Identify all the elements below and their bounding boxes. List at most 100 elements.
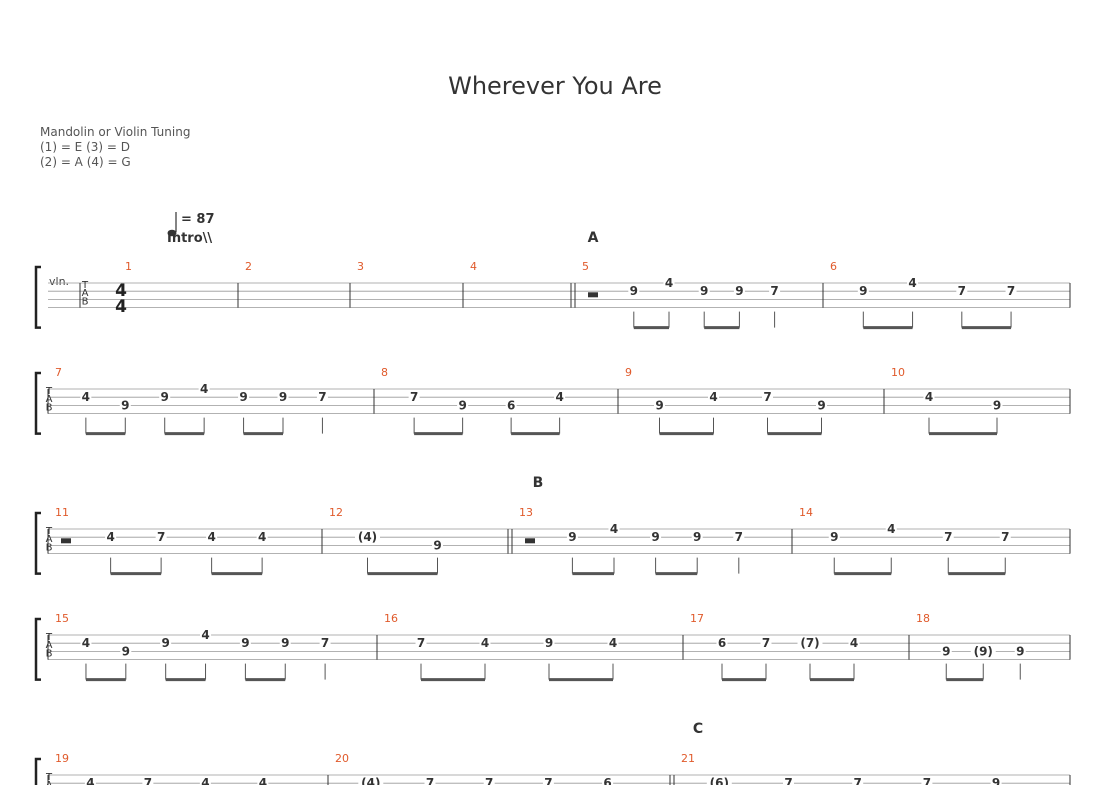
tab-clef-letter: T — [45, 386, 53, 397]
fret-bg — [706, 778, 732, 785]
fret-bg — [999, 532, 1011, 544]
fret-number: 9 — [700, 284, 708, 298]
half-rest-icon — [525, 538, 535, 544]
measure-number: 15 — [55, 612, 69, 625]
fret-number: 9 — [279, 390, 287, 404]
tab-clef-letter: B — [46, 402, 53, 413]
fret-number: 4 — [609, 636, 617, 650]
fret-bg — [566, 532, 578, 544]
half-rest-icon — [588, 292, 598, 298]
fret-number: 4 — [106, 530, 114, 544]
system-bracket — [34, 617, 41, 681]
measure-number: 11 — [55, 506, 69, 519]
measure-number: 16 — [384, 612, 398, 625]
fret-number: 9 — [121, 398, 129, 412]
tab-clef-letter: T — [45, 632, 53, 643]
fret-bg — [408, 392, 420, 404]
tempo-text: = 87 — [181, 212, 215, 227]
fret-number: 7 — [1001, 530, 1009, 544]
measure: 1 — [125, 260, 132, 273]
fret-bg — [457, 400, 469, 412]
fret-bg — [708, 392, 719, 404]
tab-clef-letter: A — [82, 288, 89, 299]
fret-number: 7 — [923, 776, 931, 785]
fret-bg — [239, 638, 251, 650]
system-bracket — [34, 757, 41, 785]
fret-bg — [828, 532, 840, 544]
fret-bg — [200, 630, 212, 641]
tuning-line-1: (1) = E (3) = D — [40, 140, 130, 154]
fret-number: (7) — [800, 636, 819, 650]
fret-bg — [256, 532, 268, 544]
tuning-line-2: (2) = A (4) = G — [40, 155, 131, 169]
fret-number: 9 — [651, 530, 659, 544]
fret-number: 9 — [993, 398, 1001, 412]
fret-bg — [415, 638, 427, 650]
instrument-label: vln. — [49, 275, 69, 288]
measure: 189(9)9 — [916, 612, 1026, 682]
fret-number: 4 — [259, 776, 267, 785]
fret-bg — [120, 646, 132, 658]
fret-number: 4 — [850, 636, 858, 650]
section-label: A — [588, 230, 599, 246]
fret-number: 9 — [693, 530, 701, 544]
section-label: B — [533, 475, 544, 491]
fret-bg — [762, 392, 773, 404]
measure-number: 8 — [381, 366, 388, 379]
fret-number: 7 — [417, 636, 425, 650]
fret-bg — [991, 400, 1003, 412]
measure: 3 — [357, 260, 364, 273]
measure-number: 2 — [245, 260, 252, 273]
fret-number: 4 — [481, 636, 489, 650]
fret-bg — [319, 638, 331, 650]
tab-clef-letter: A — [46, 534, 53, 545]
fret-bg — [650, 532, 662, 544]
fret-bg — [543, 638, 555, 650]
tab-clef-letter: A — [46, 640, 53, 651]
measure-number: 21 — [681, 752, 695, 765]
fret-bg — [921, 778, 933, 785]
fret-bg — [483, 778, 495, 785]
fret-bg — [885, 524, 897, 535]
fret-number: 4 — [86, 776, 94, 785]
fret-number: 4 — [82, 636, 90, 650]
fret-number: 4 — [887, 522, 895, 536]
system-bracket — [34, 265, 41, 329]
fret-number: 7 — [784, 776, 792, 785]
system-bracket — [34, 371, 41, 435]
fret-bg — [238, 392, 250, 404]
fret-number: 7 — [735, 530, 743, 544]
fret-number: 9 — [458, 398, 466, 412]
fret-number: 7 — [763, 390, 771, 404]
fret-number: 9 — [281, 636, 289, 650]
fret-number: 7 — [544, 776, 552, 785]
fret-bg — [155, 532, 167, 544]
fret-number: 9 — [630, 284, 638, 298]
quarter-note-icon — [167, 229, 177, 237]
fret-number: 4 — [665, 276, 673, 290]
fret-number: 9 — [239, 390, 247, 404]
fret-number: 9 — [817, 398, 825, 412]
fret-number: 7 — [410, 390, 418, 404]
fret-number: 4 — [82, 390, 90, 404]
tuning-info: Mandolin or Violin Tuning (1) = E (3) = … — [40, 125, 190, 170]
fret-number: 9 — [1016, 644, 1024, 658]
fret-bg — [797, 638, 823, 650]
fret-bg — [80, 638, 92, 650]
measure-number: 3 — [357, 260, 364, 273]
fret-bg — [940, 646, 952, 658]
time-signature-top: 4 — [115, 281, 127, 301]
fret-bg — [316, 392, 328, 404]
fret-number: 9 — [545, 636, 553, 650]
fret-bg — [848, 638, 860, 650]
